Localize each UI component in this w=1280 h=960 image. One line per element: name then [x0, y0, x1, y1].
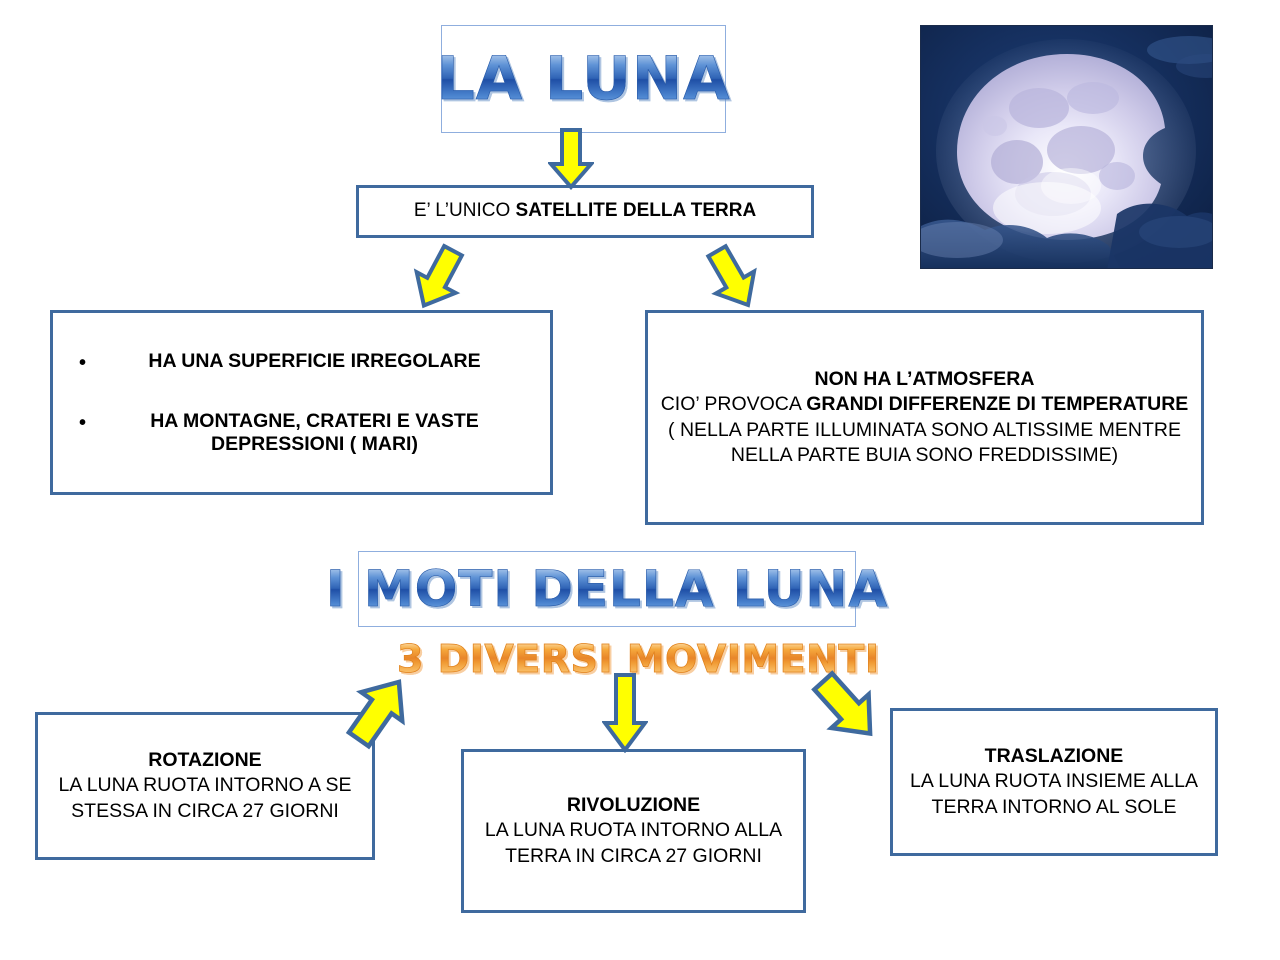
node-traslazione: TRASLAZIONE LA LUNA RUOTA INSIEME ALLA T…	[890, 708, 1218, 856]
node-satellite-text: E’ L’UNICO SATELLITE DELLA TERRA	[414, 199, 756, 224]
node-satellite-text-bold: SATELLITE DELLA TERRA	[515, 200, 757, 222]
moon-photo	[920, 25, 1213, 269]
arrow-title-to-satellite-icon	[546, 128, 596, 191]
node-rotazione-body: LA LUNA RUOTA INTORNO A SE STESSA IN CIR…	[58, 774, 352, 822]
node-traslazione-body: LA LUNA RUOTA INSIEME ALLA TERRA INTORNO…	[910, 770, 1198, 818]
section-title-moti: I MOTI DELLA LUNA	[325, 560, 889, 619]
node-atmosphere-line2: CIO’ PROVOCA GRANDI DIFFERENZE DI TEMPER…	[661, 392, 1189, 417]
page-title: LA LUNA	[436, 44, 731, 115]
title-box-moti-della-luna: I MOTI DELLA LUNA	[326, 551, 887, 627]
arrow-movimenti-to-rotazione-icon	[332, 668, 428, 750]
node-surface-bullet-1: • HA UNA SUPERFICIE IRREGOLARE	[53, 350, 550, 376]
node-surface: • HA UNA SUPERFICIE IRREGOLARE • HA MONT…	[50, 310, 553, 495]
section-subtitle-movimenti: 3 DIVERSI MOVIMENTI	[397, 637, 880, 682]
node-atmosphere-line2-plain: CIO’ PROVOCA	[660, 393, 807, 416]
node-rivoluzione-heading: RIVOLUZIONE	[566, 793, 701, 816]
node-surface-bullet-2-text: HA MONTAGNE, CRATERI E VASTE DEPRESSIONI…	[150, 409, 479, 455]
moon-photo-graphic	[921, 26, 1212, 268]
node-satellite-text-plain: E’ L’UNICO	[413, 200, 516, 222]
node-atmosphere-line2-bold: GRANDI DIFFERENZE DI TEMPERATURE	[806, 393, 1189, 416]
node-atmosphere-line3: ( NELLA PARTE ILLUMINATA SONO ALTISSIME …	[668, 418, 1181, 466]
node-rivoluzione-body: LA LUNA RUOTA INTORNO ALLA TERRA IN CIRC…	[484, 819, 783, 867]
arrow-satellite-to-surface-icon	[398, 243, 478, 315]
title-box-la-luna: LA LUNA	[436, 25, 730, 133]
node-satellite: E’ L’UNICO SATELLITE DELLA TERRA	[356, 185, 814, 238]
bullet-icon: •	[79, 411, 87, 434]
node-rotazione-heading: ROTAZIONE	[148, 748, 262, 771]
node-traslazione-heading: TRASLAZIONE	[984, 744, 1124, 767]
node-rivoluzione: RIVOLUZIONE LA LUNA RUOTA INTORNO ALLA T…	[461, 749, 806, 913]
node-surface-bullet-1-text: HA UNA SUPERFICIE IRREGOLARE	[148, 349, 481, 372]
node-atmosphere: NON HA L’ATMOSFERA CIO’ PROVOCA GRANDI D…	[645, 310, 1204, 525]
arrow-satellite-to-atmosphere-icon	[693, 243, 773, 315]
bullet-icon: •	[79, 351, 87, 374]
arrow-movimenti-to-rivoluzione-icon	[601, 673, 649, 754]
node-atmosphere-line1: NON HA L’ATMOSFERA	[814, 367, 1035, 390]
node-rotazione: ROTAZIONE LA LUNA RUOTA INTORNO A SE STE…	[35, 712, 375, 860]
arrow-movimenti-to-traslazione-icon	[800, 668, 896, 750]
node-surface-bullet-2: • HA MONTAGNE, CRATERI E VASTE DEPRESSIO…	[53, 410, 550, 456]
